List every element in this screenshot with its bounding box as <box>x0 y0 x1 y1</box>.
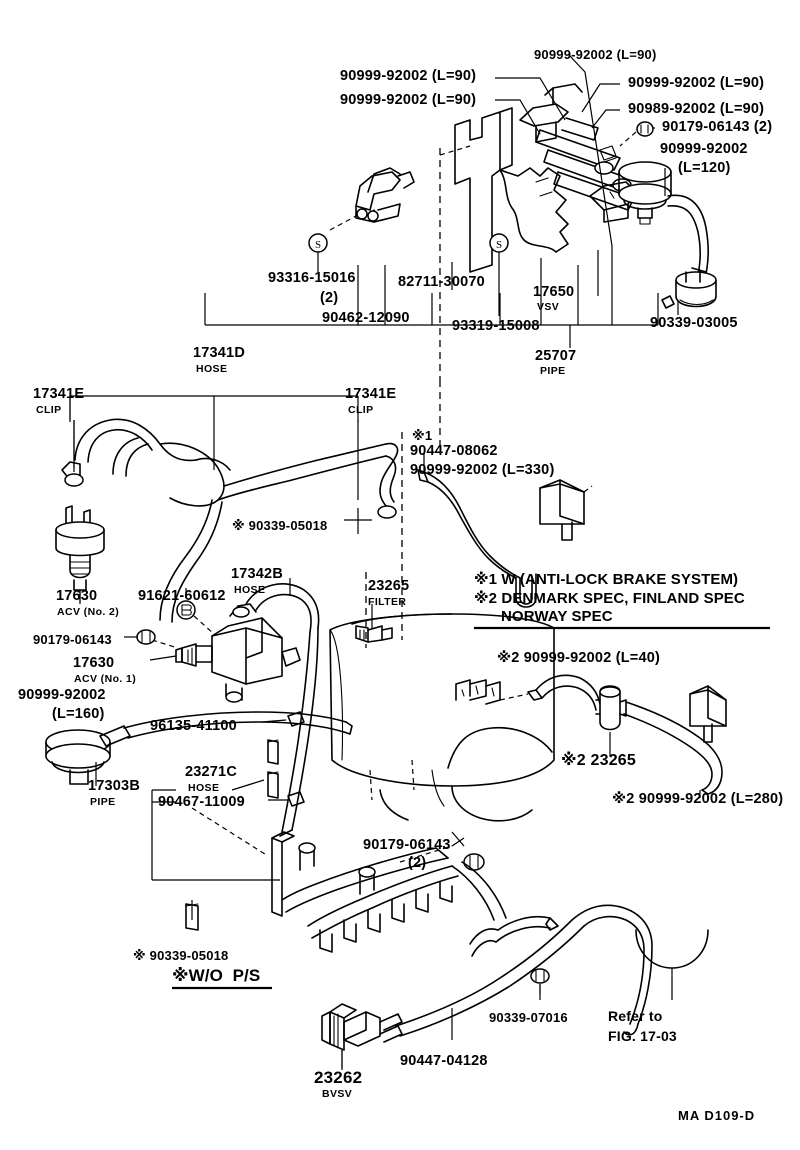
label-93316-15016: 93316-15016 <box>268 270 356 286</box>
spec-note-line-3: NORWAY SPEC <box>501 608 613 625</box>
label-17341E-right: 17341E <box>345 386 397 402</box>
label-90179-06143-mid-qty: (2) <box>408 855 427 871</box>
right-check-valve-art <box>661 267 717 309</box>
hose-l160-art <box>123 711 347 729</box>
label-17630-acv2-sub: ACV (No. 2) <box>57 606 120 618</box>
label-17650: 17650 <box>533 284 575 300</box>
label-90447-04128: 90447-04128 <box>400 1053 488 1069</box>
label-mark-1: ※1 <box>412 428 433 443</box>
label-17650-sub: VSV <box>537 301 560 313</box>
label-90179-06143-top: 90179-06143 (2) <box>662 119 773 135</box>
label-23265-filter: 23265 <box>368 578 410 594</box>
label-90467-11009: 90467-11009 <box>158 794 245 810</box>
label-90999-92002-l90-c: 90999-92002 (L=90) <box>534 47 657 62</box>
hose-l120-art <box>667 194 709 283</box>
spec2-branch-art <box>499 674 723 798</box>
diagram-code: MA D109-D <box>678 1108 756 1123</box>
label-90989-92002-l90: 90989-92002 (L=90) <box>628 101 765 117</box>
label-17342B-sub: HOSE <box>234 584 266 596</box>
lower-leader-lines <box>69 395 541 1070</box>
pipe-17303b-art <box>45 725 131 786</box>
engine-cylinder-art <box>329 613 555 822</box>
filter-23265-art <box>355 625 393 643</box>
label-90999-92002-l90-a: 90999-92002 (L=90) <box>340 68 477 84</box>
label-17630-acv1-sub: ACV (No. 1) <box>74 673 137 685</box>
label-90999-92002-l90-d: 90999-92002 (L=90) <box>628 75 765 91</box>
spec-note-line-1: ※1 W (ANTI-LOCK BRAKE SYSTEM) <box>474 571 739 588</box>
vacuum-canister-art <box>618 161 672 225</box>
label-17630-acv2: 17630 <box>56 588 98 604</box>
label-23271C: 23271C <box>185 764 237 780</box>
bracket-rail-art <box>519 83 635 211</box>
label-23265-filter-sub: FILTER <box>368 596 407 608</box>
label-23262: 23262 <box>314 1068 363 1087</box>
refer-to-line1: Refer to <box>608 1008 663 1024</box>
spec-note-line-2: ※2 DENMARK SPEC, FINLAND SPEC <box>474 590 745 607</box>
resonator-box-art <box>539 479 593 541</box>
label-91621-60612: 91621-60612 <box>138 588 226 604</box>
label-90999-92002-l120-b: (L=120) <box>678 160 731 176</box>
acv-no2-art <box>55 505 105 604</box>
label-96135-41100: 96135-41100 <box>150 718 237 734</box>
engine-body-art <box>499 167 637 253</box>
label-90179-06143-left: 90179-06143 <box>33 632 112 647</box>
label-17341D-sub: HOSE <box>196 363 228 375</box>
fuel-rail-art <box>271 831 485 953</box>
label-17341D: 17341D <box>193 345 245 361</box>
label-93319-15008: 93319-15008 <box>452 318 540 334</box>
label-17341E-left-sub: CLIP <box>36 404 62 416</box>
clamp-93316-art <box>329 167 415 231</box>
label-wo-ps: ※W/O P/S <box>172 966 261 985</box>
svg-text:S: S <box>315 239 321 251</box>
label-90999-92002-l160-b: (L=160) <box>52 706 105 722</box>
label-90462-12090: 90462-12090 <box>322 310 410 326</box>
hose-17341d-art <box>61 418 399 623</box>
refer-to-line2: FIG. 17-03 <box>608 1028 677 1044</box>
label-17630-acv1: 17630 <box>73 655 115 671</box>
label-25707-sub: PIPE <box>540 365 566 377</box>
right-box-art <box>689 685 727 743</box>
label-23262-sub: BVSV <box>322 1088 353 1100</box>
label-17342B: 17342B <box>231 566 283 582</box>
label-90999-92002-l90-b: 90999-92002 (L=90) <box>340 92 477 108</box>
label-90999-92002-l280: ※2 90999-92002 (L=280) <box>612 791 784 807</box>
label-90339-03005: 90339-03005 <box>650 315 738 331</box>
intake-manifold-art <box>439 107 513 273</box>
label-23265-spec2: ※2 23265 <box>561 752 636 769</box>
label-17341E-left: 17341E <box>33 386 85 402</box>
label-17341E-right-sub: CLIP <box>348 404 374 416</box>
label-90999-92002-l120-a: 90999-92002 <box>660 141 748 157</box>
label-25707: 25707 <box>535 348 577 364</box>
label-90339-05018-bottom: ※ 90339-05018 <box>133 948 229 963</box>
label-90999-92002-l40: ※2 90999-92002 (L=40) <box>497 650 660 666</box>
bvsv-23262-art <box>321 1003 403 1068</box>
label-90447-08062: 90447-08062 <box>410 443 498 459</box>
acv-no1-art <box>136 600 301 703</box>
top-leader-lines <box>495 53 666 247</box>
top-dimension-brackets <box>204 246 679 348</box>
union-90447-08062-art <box>417 452 537 608</box>
label-17303B-sub: PIPE <box>90 796 116 808</box>
label-90179-06143-mid: 90179-06143 <box>363 837 451 853</box>
label-82711-30070: 82711-30070 <box>398 274 485 290</box>
label-90999-92002-l330: 90999-92002 (L=330) <box>410 462 555 478</box>
label-90339-05018-top: ※ 90339-05018 <box>232 518 328 533</box>
label-90339-07016: 90339-07016 <box>489 1010 568 1025</box>
label-23271C-sub: HOSE <box>188 782 220 794</box>
label-90999-92002-l160-a: 90999-92002 <box>18 687 106 703</box>
bottom-hose-art <box>395 861 709 1037</box>
label-17303B: 17303B <box>88 778 140 794</box>
label-93316-15016-qty: (2) <box>320 290 339 306</box>
svg-text:S: S <box>496 239 502 251</box>
s-marker-group: S S <box>308 233 509 316</box>
hose-17342b-art <box>245 583 320 837</box>
